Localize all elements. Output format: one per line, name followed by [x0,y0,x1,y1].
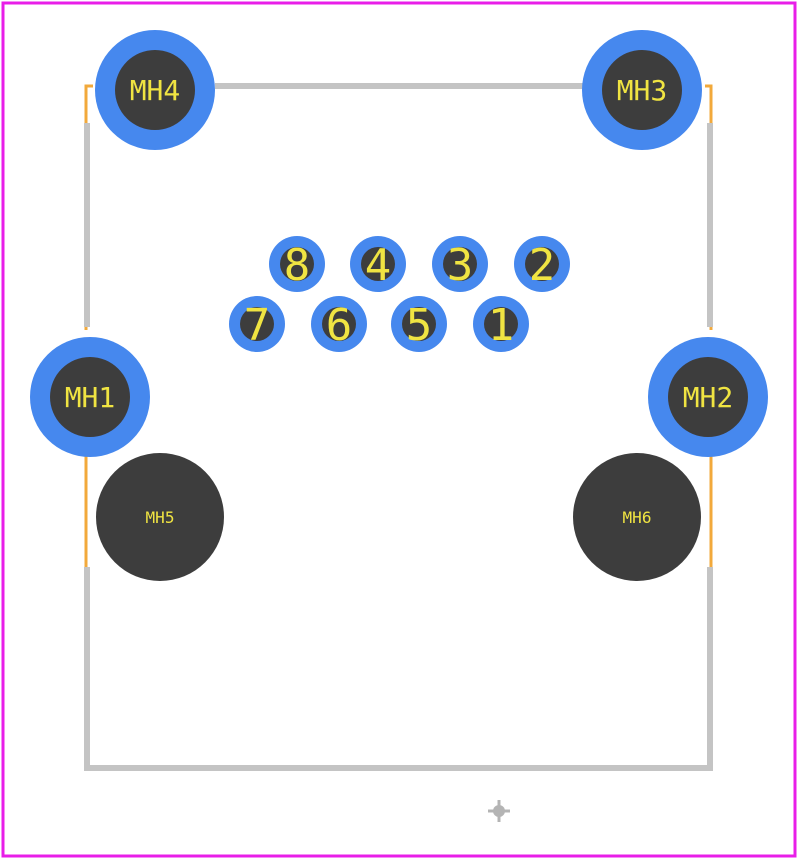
mounting-hole-mh6: MH6 [573,453,701,581]
pin-drill [322,307,356,341]
mounting-hole-label: MH3 [617,74,668,107]
pin-label: 3 [447,240,474,291]
mounting-hole-label: MH5 [146,508,175,527]
pin-5: 5 [391,296,447,352]
pin-label: 7 [244,300,271,351]
mounting-hole-drill [573,453,701,581]
mounting-hole-drill [50,357,130,437]
pin-drill [240,307,274,341]
mounting-hole-label: MH4 [130,74,181,107]
pin-1: 1 [473,296,529,352]
silkscreen-outline [84,83,713,771]
pin-4: 4 [350,236,406,292]
pin-drill [280,247,314,281]
pin-7: 7 [229,296,285,352]
mounting-hole-drill [668,357,748,437]
pin-drill [484,307,518,341]
pin-label: 2 [529,240,556,291]
mounting-hole-drill [602,50,682,130]
mounting-hole-mh1: MH1 [30,337,150,457]
mounting-hole-mh3: MH3 [582,30,702,150]
pin-3: 3 [432,236,488,292]
mounting-hole-label: MH1 [65,381,116,414]
pin-drill [525,247,559,281]
mounting-hole-mh5: MH5 [96,453,224,581]
mounting-hole-label: MH6 [623,508,652,527]
origin-marker [488,800,510,822]
pin-drill [402,307,436,341]
pin-label: 4 [365,240,392,291]
mounting-hole-label: MH2 [683,381,734,414]
pin-label: 5 [406,300,433,351]
pin-label: 6 [326,300,353,351]
pin-6: 6 [311,296,367,352]
mounting-hole-mh4: MH4 [95,30,215,150]
mounting-hole-drill [115,50,195,130]
mounting-hole-mh2: MH2 [648,337,768,457]
pin-drill [361,247,395,281]
pin-8: 8 [269,236,325,292]
pin-label: 8 [284,240,311,291]
pin-2: 2 [514,236,570,292]
pin-drill [443,247,477,281]
mounting-hole-drill [96,453,224,581]
pin-label: 1 [488,300,515,351]
